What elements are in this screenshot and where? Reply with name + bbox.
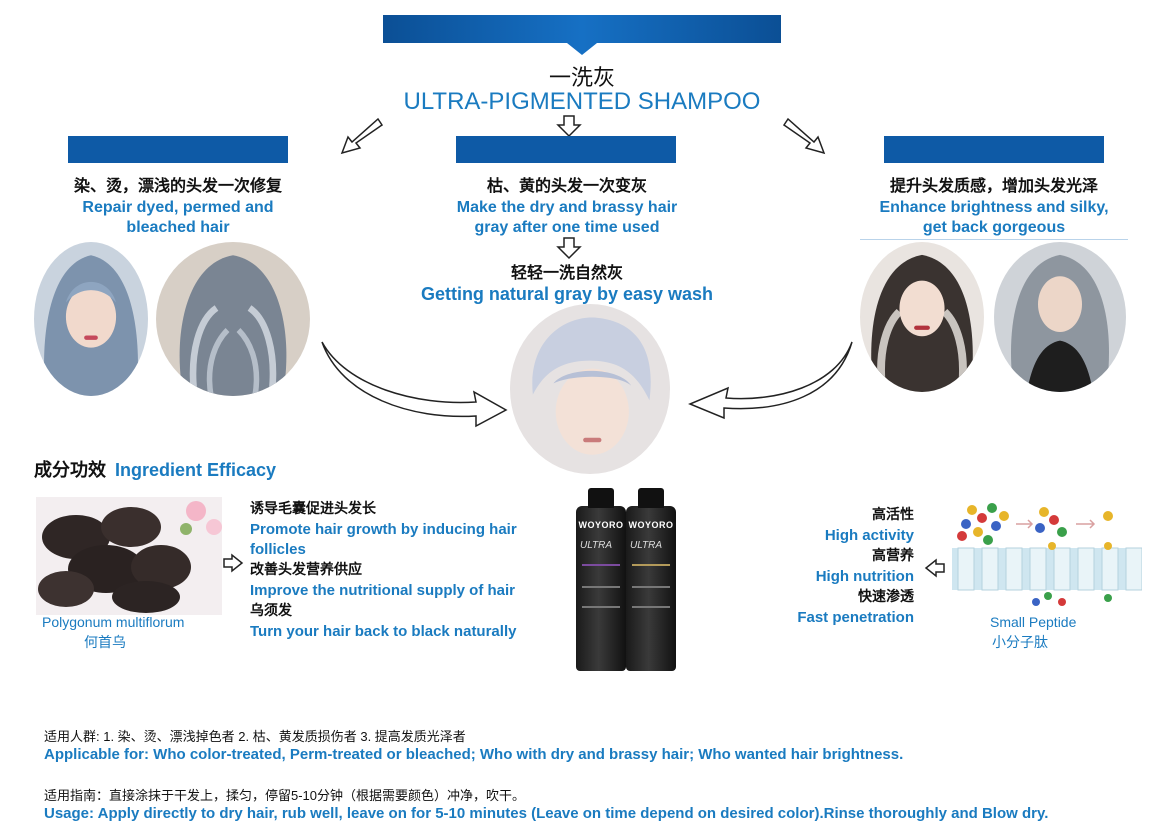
arrow-left-small-icon — [924, 558, 945, 578]
curved-arrow-left-icon — [321, 341, 508, 428]
effect-1-zh: 诱导毛囊促进头发长 — [250, 500, 376, 516]
result-zh: 轻轻一洗自然灰 — [510, 265, 623, 282]
effect-2-zh: 改善头发营养供应 — [250, 561, 362, 577]
peptide-effect-2-zh: 高营养 — [872, 547, 914, 563]
portrait-photo-2 — [156, 242, 310, 396]
applicable-zh: 适用人群: 1. 染、烫、漂浅掉色者 2. 枯、黄发质损伤者 3. 提高发质光泽… — [44, 729, 466, 744]
peptide-effects-list: 高活性 High activity 高营养 High nutrition 快速渗… — [760, 504, 914, 626]
bottle-2-line: ULTRA — [630, 540, 663, 551]
column-center-zh: 枯、黄的头发一次变灰 — [486, 178, 647, 195]
effects-list: 诱导毛囊促进头发长 Promote hair growth by inducin… — [250, 498, 550, 640]
column-bar-left — [68, 136, 288, 163]
effect-3-zh: 乌须发 — [250, 602, 292, 618]
herb-image — [36, 497, 222, 615]
header-banner — [383, 15, 781, 55]
portrait-photo-4 — [994, 242, 1126, 392]
bottle-2-brand: WOYORO — [628, 520, 674, 530]
arrow-right-small-icon — [223, 553, 244, 573]
peptide-effect-1-zh: 高活性 — [872, 506, 914, 522]
usage-en: Usage: Apply directly to dry hair, rub w… — [44, 805, 1049, 822]
peptide-effect-3-zh: 快速渗透 — [858, 588, 914, 604]
portrait-photo-center — [510, 304, 670, 474]
column-left-zh: 染、烫，漂浅的头发一次修复 — [73, 178, 282, 195]
column-left-en-2: bleached hair — [126, 219, 230, 236]
effect-2-en: Improve the nutritional supply of hair — [250, 582, 516, 599]
title-en: ULTRA-PIGMENTED SHAMPOO — [403, 88, 761, 115]
curved-arrow-right-icon — [688, 341, 853, 420]
peptide-effect-2-en: High nutrition — [815, 568, 914, 585]
ingredient-heading-en: Ingredient Efficacy — [115, 460, 277, 480]
column-right: 提升头发质感，增加头发光泽 Enhance brightness and sil… — [856, 172, 1132, 237]
column-right-en-1: Enhance brightness and silky, — [879, 199, 1109, 216]
effect-1-en-1: Promote hair growth by inducing hair — [250, 521, 517, 538]
column-center-en-2: gray after one time used — [474, 219, 660, 236]
ingredient-heading-zh: 成分功效 — [34, 460, 106, 480]
peptide-caption-zh: 小分子肽 — [992, 634, 1048, 650]
column-center: 枯、黄的头发一次变灰 Make the dry and brassy hair … — [426, 172, 708, 237]
product-bottle-1: WOYORO ULTRA — [576, 488, 626, 671]
arrow-down-small-icon — [556, 237, 582, 260]
column-left: 染、烫，漂浅的头发一次修复 Repair dyed, permed and bl… — [40, 172, 316, 237]
bottle-1-line: ULTRA — [580, 540, 613, 551]
column-right-en-2: get back gorgeous — [922, 219, 1066, 236]
column-bar-center — [456, 136, 676, 163]
peptide-diagram — [952, 503, 1142, 606]
applicable-en: Applicable for: Who color-treated, Perm-… — [44, 746, 904, 763]
title-zh: 一洗灰 — [548, 65, 615, 90]
product-bottle-2: WOYORO ULTRA — [626, 488, 676, 671]
divider — [860, 239, 1128, 240]
portrait-photo-3 — [860, 242, 984, 392]
peptide-effect-3-en: Fast penetration — [797, 609, 914, 626]
peptide-caption-en: Small Peptide — [990, 614, 1077, 630]
usage-zh: 适用指南：直接涂抹于干发上，揉匀，停留5-10分钟（根据需要颜色）冲净，吹干。 — [44, 788, 526, 803]
column-center-en-1: Make the dry and brassy hair — [456, 199, 678, 216]
ingredient-heading: 成分功效 Ingredient Efficacy — [34, 456, 276, 482]
column-bar-right — [884, 136, 1104, 163]
arrow-right-icon — [782, 117, 826, 155]
arrow-down-icon — [556, 115, 582, 138]
column-left-en-1: Repair dyed, permed and — [82, 199, 274, 216]
herb-caption-zh: 何首乌 — [84, 634, 126, 650]
peptide-effect-1-en: High activity — [824, 527, 914, 544]
portrait-photo-1 — [34, 242, 148, 396]
effect-1-en-2: follicles — [250, 541, 306, 558]
result-en: Getting natural gray by easy wash — [420, 284, 714, 304]
effect-3-en: Turn your hair back to black naturally — [250, 623, 517, 640]
column-right-zh: 提升头发质感，增加头发光泽 — [889, 178, 1098, 195]
arrow-left-icon — [340, 117, 384, 155]
bottle-1-brand: WOYORO — [578, 520, 624, 530]
herb-caption-en: Polygonum multiflorum — [42, 614, 185, 630]
